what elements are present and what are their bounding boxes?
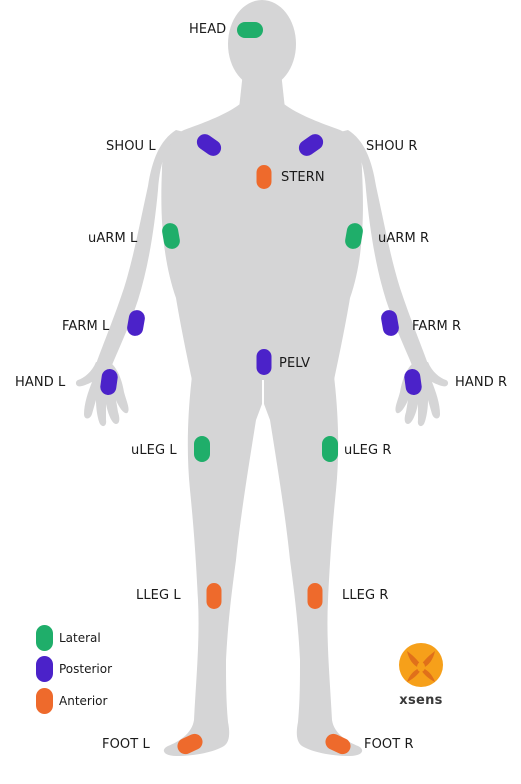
label-uarm-l: uARM L (88, 231, 137, 247)
legend-label-posterior: Posterior (59, 662, 112, 676)
body-leg-left (164, 376, 262, 756)
sensor-marker-stern (257, 165, 272, 189)
label-foot-r: FOOT R (364, 737, 414, 753)
label-hand-r: HAND R (455, 375, 507, 391)
label-shou-r: SHOU R (366, 139, 418, 155)
sensor-marker-uleg-r (322, 436, 338, 462)
legend-label-anterior: Anterior (59, 694, 107, 708)
legend-swatch-lateral (36, 625, 53, 651)
label-lleg-l: LLEG L (136, 588, 181, 604)
sensor-marker-head (237, 22, 263, 38)
sensor-marker-lleg-r (308, 583, 323, 609)
sensor-marker-pelv (257, 349, 272, 375)
body-torso (161, 104, 363, 380)
xsens-logo-text: xsens (393, 693, 449, 708)
label-farm-r: FARM R (412, 319, 461, 335)
legend-swatch-posterior (36, 656, 53, 682)
label-farm-l: FARM L (62, 319, 109, 335)
label-uleg-l: uLEG L (131, 443, 177, 459)
legend-label-lateral: Lateral (59, 631, 101, 645)
body-hand-left (76, 362, 129, 426)
label-uarm-r: uARM R (378, 231, 429, 247)
sensor-marker-lleg-l (207, 583, 222, 609)
body-leg-right (264, 376, 362, 756)
label-head: HEAD (189, 22, 226, 38)
label-uleg-r: uLEG R (344, 443, 392, 459)
body-hand-right (395, 362, 448, 426)
label-stern: STERN (281, 170, 325, 186)
label-hand-l: HAND L (15, 375, 65, 391)
label-foot-l: FOOT L (102, 737, 150, 753)
legend-item-lateral: Lateral (36, 623, 101, 653)
label-shou-l: SHOU L (106, 139, 156, 155)
legend-swatch-anterior (36, 688, 53, 714)
xsens-logo-mark-icon (393, 638, 449, 694)
label-lleg-r: LLEG R (342, 588, 389, 604)
sensor-marker-uleg-l (194, 436, 210, 462)
legend-item-posterior: Posterior (36, 654, 112, 684)
legend-item-anterior: Anterior (36, 686, 107, 716)
xsens-logo: xsens (393, 638, 449, 716)
label-pelv: PELV (279, 356, 310, 372)
